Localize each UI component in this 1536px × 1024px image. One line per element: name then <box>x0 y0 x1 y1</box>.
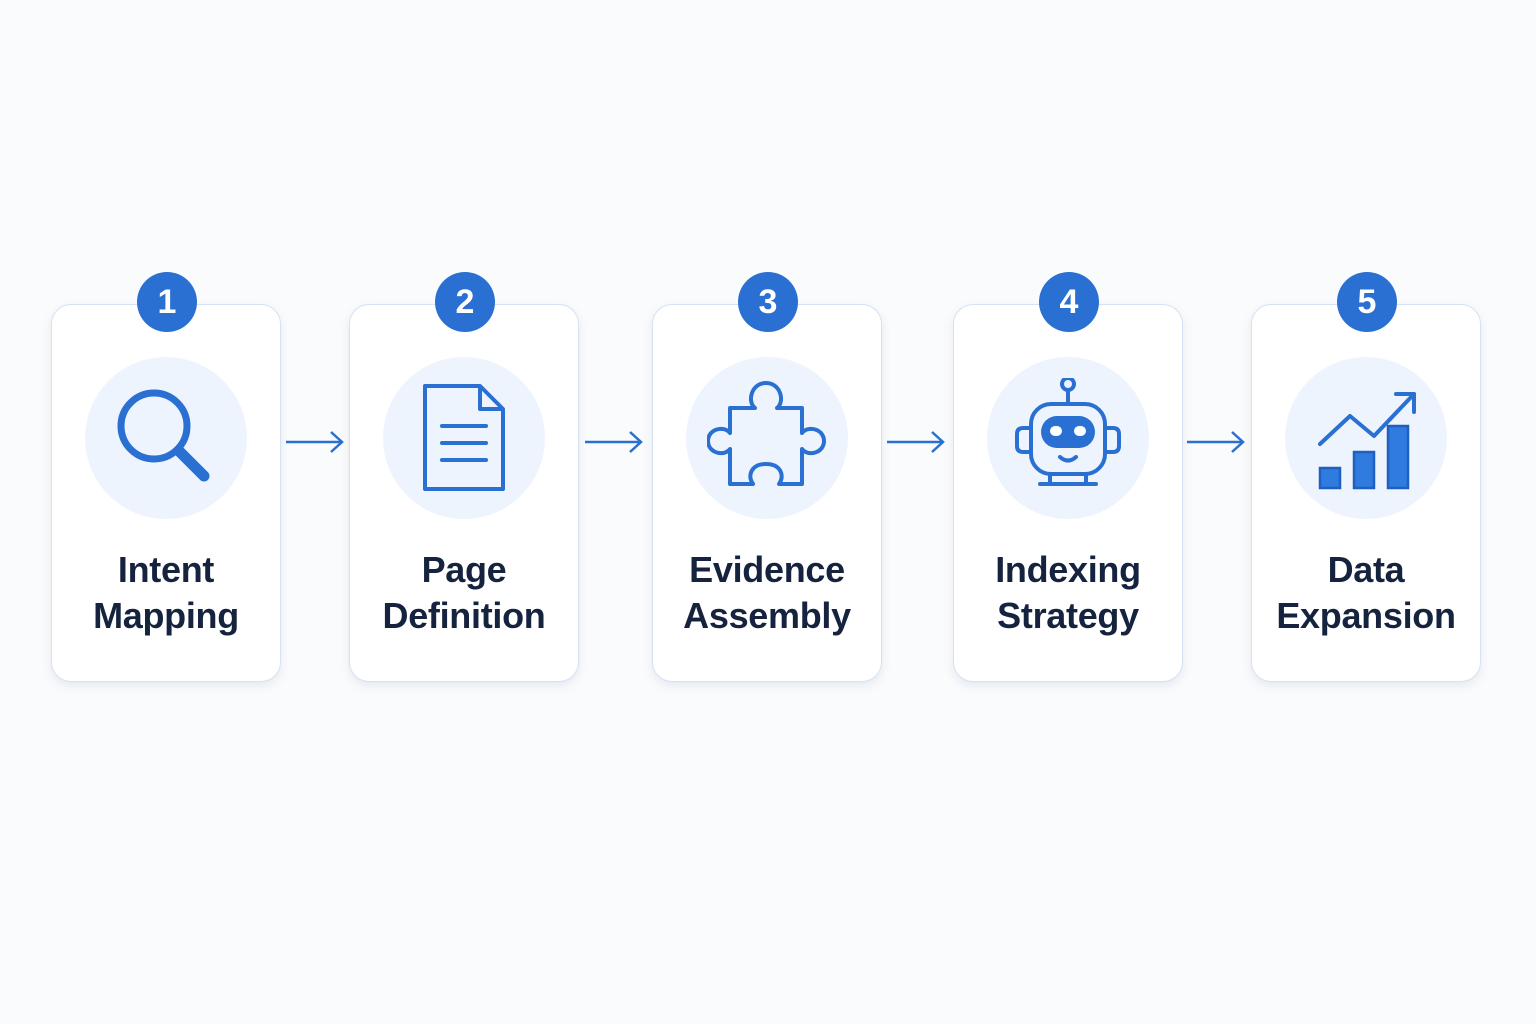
step-number-badge: 4 <box>1039 272 1099 332</box>
icon-backdrop <box>987 357 1149 519</box>
step-title: Intent Mapping <box>52 547 280 639</box>
step-title-line-2: Strategy <box>997 595 1139 636</box>
step-number-badge: 2 <box>435 272 495 332</box>
step-title: Data Expansion <box>1252 547 1480 639</box>
step-number-badge: 3 <box>738 272 798 332</box>
icon-backdrop <box>1285 357 1447 519</box>
card-panel: Data Expansion <box>1251 304 1481 682</box>
step-title-line-1: Indexing <box>995 549 1141 590</box>
document-icon <box>423 384 505 491</box>
puzzle-piece-icon <box>707 381 826 486</box>
icon-backdrop <box>686 357 848 519</box>
step-title: Indexing Strategy <box>954 547 1182 639</box>
step-title-line-2: Assembly <box>683 595 851 636</box>
card-panel: Indexing Strategy <box>953 304 1183 682</box>
card-panel: Evidence Assembly <box>652 304 882 682</box>
icon-backdrop <box>383 357 545 519</box>
step-title: Evidence Assembly <box>653 547 881 639</box>
step-title-line-2: Definition <box>382 595 546 636</box>
icon-backdrop <box>85 357 247 519</box>
step-card-2: 2 Page Definition <box>349 272 581 684</box>
card-panel: Intent Mapping <box>51 304 281 682</box>
step-card-1: 1 Intent Mapping <box>51 272 283 684</box>
step-title: Page Definition <box>350 547 578 639</box>
step-title-line-1: Page <box>421 549 507 590</box>
card-panel: Page Definition <box>349 304 579 682</box>
arrow-right-icon <box>286 431 344 453</box>
step-title-line-1: Evidence <box>689 549 845 590</box>
step-number-badge: 1 <box>137 272 197 332</box>
step-title-line-2: Mapping <box>93 595 239 636</box>
step-title-line-1: Intent <box>117 549 215 590</box>
step-title-line-2: Expansion <box>1276 595 1456 636</box>
arrow-right-icon <box>1187 431 1245 453</box>
magnifying-glass-icon <box>117 389 210 482</box>
arrow-right-icon <box>887 431 945 453</box>
step-card-5: 5 Data Expansion <box>1251 272 1483 684</box>
growth-chart-icon <box>1318 392 1416 490</box>
arrow-right-icon <box>585 431 643 453</box>
step-card-4: 4 Indexing Strategy <box>953 272 1185 684</box>
step-number-badge: 5 <box>1337 272 1397 332</box>
robot-icon <box>1015 378 1121 486</box>
step-title-line-1: Data <box>1327 549 1405 590</box>
step-card-3: 3 Evidence Assembly <box>652 272 884 684</box>
